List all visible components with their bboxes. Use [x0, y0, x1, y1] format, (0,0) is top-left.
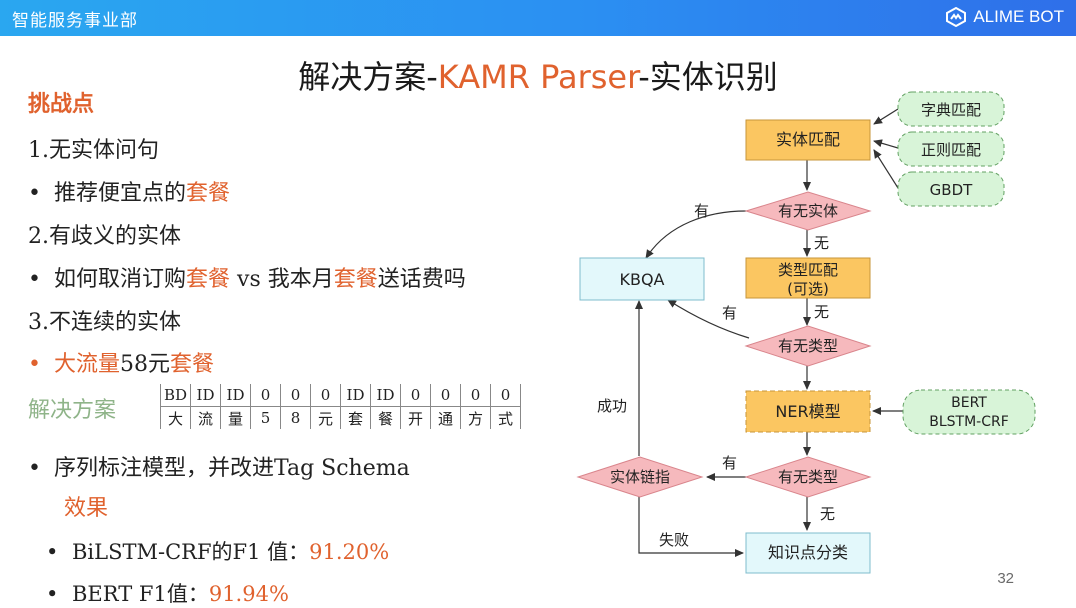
tag-schema-table: BD ID ID 0 0 0 ID ID 0 0 0 0 大 流 量 5 8 元… — [160, 384, 521, 429]
svg-text:BERT: BERT — [951, 395, 987, 411]
tag-cell: 0 — [460, 384, 491, 407]
challenges-heading: 挑战点 — [28, 92, 95, 117]
svg-text:有无实体: 有无实体 — [778, 202, 838, 220]
bullet-dot: • — [28, 456, 41, 481]
tag-cell: 0 — [430, 384, 461, 407]
type-match-box: 类型匹配 (可选) — [745, 257, 871, 299]
tag-cell: 0 — [250, 384, 281, 407]
title-highlight: KAMR Parser — [437, 58, 639, 96]
arrow-regex-to-match — [873, 139, 899, 149]
challenge-item-3: 3.不连续的实体 — [28, 310, 181, 335]
top-banner: 智能服务事业部 ALIME BOT — [0, 0, 1076, 36]
tag-cell: BD — [160, 384, 191, 407]
char-cell: 8 — [280, 406, 311, 429]
bullet-dot: • — [46, 582, 59, 606]
char-cell: 量 — [220, 406, 251, 429]
arrow-dict-to-match — [873, 108, 899, 125]
effect-result-1: •BiLSTM-CRF的F1 值：91.20% — [46, 540, 390, 564]
char-cell: 方 — [460, 406, 491, 429]
challenge-item-1: 1.无实体问句 — [28, 138, 159, 163]
bullet-dot: • — [28, 352, 41, 377]
challenge-bullet-1: •推荐便宜点的套餐 — [28, 181, 231, 206]
char-cell: 流 — [190, 406, 221, 429]
entity-match-box: 实体匹配 — [745, 119, 871, 161]
entity-link-diamond: 实体链指 — [576, 456, 704, 498]
tag-cell: ID — [220, 384, 251, 407]
char-cell: 餐 — [370, 406, 401, 429]
char-cell: 大 — [160, 406, 191, 429]
challenge-item-2: 2.有歧义的实体 — [28, 224, 181, 249]
page-number: 32 — [997, 570, 1014, 587]
char-cell: 元 — [310, 406, 341, 429]
tag-cell: ID — [190, 384, 221, 407]
brand-logo: ALIME BOT — [945, 7, 1064, 27]
arrow-entity-link-to-kp — [638, 497, 744, 557]
arrow-has-entity-to-kbqa — [645, 210, 747, 259]
tag-row: BD ID ID 0 0 0 ID ID 0 0 0 0 — [160, 384, 521, 407]
challenge-bullet-2: •如何取消订购套餐 vs 我本月套餐送话费吗 — [28, 267, 466, 292]
svg-text:有无类型: 有无类型 — [778, 337, 838, 355]
svg-text:(可选): (可选) — [787, 280, 829, 298]
tag-cell: ID — [340, 384, 371, 407]
svg-text:实体链指: 实体链指 — [610, 468, 670, 486]
char-row: 大 流 量 5 8 元 套 餐 开 通 方 式 — [160, 406, 521, 429]
edge-label-yes-1: 有 — [694, 202, 709, 220]
has-type-diamond-1: 有无类型 — [744, 325, 872, 367]
svg-text:类型匹配: 类型匹配 — [778, 261, 838, 279]
svg-text:实体匹配: 实体匹配 — [776, 130, 840, 149]
title-prefix: 解决方案- — [298, 58, 438, 96]
department-label: 智能服务事业部 — [12, 11, 138, 31]
edge-label-no-1: 无 — [814, 234, 829, 252]
char-cell: 5 — [250, 406, 281, 429]
ner-model-box: NER模型 — [745, 390, 871, 433]
svg-text:字典匹配: 字典匹配 — [921, 101, 981, 119]
svg-text:有无类型: 有无类型 — [778, 468, 838, 486]
tag-cell: 0 — [400, 384, 431, 407]
has-type-diamond-2: 有无类型 — [744, 456, 872, 498]
char-cell: 式 — [490, 406, 521, 429]
tag-cell: ID — [370, 384, 401, 407]
title-suffix: -实体识别 — [638, 58, 778, 96]
tag-cell: 0 — [280, 384, 311, 407]
effect-heading: 效果 — [64, 496, 109, 521]
arrow-has-type-to-kbqa — [667, 299, 750, 339]
edge-label-no-2: 无 — [814, 303, 829, 321]
brand-name: ALIME BOT — [973, 7, 1064, 26]
bullet-dot: • — [28, 267, 41, 292]
challenge-bullet-3: •大流量58元套餐 — [28, 352, 215, 377]
edge-label-yes-2: 有 — [722, 304, 737, 322]
tag-cell: 0 — [310, 384, 341, 407]
arrow-gbdt-to-match — [873, 149, 899, 189]
svg-text:BLSTM-CRF: BLSTM-CRF — [929, 414, 1009, 430]
bert-pill: BERT BLSTM-CRF — [902, 389, 1036, 435]
bullet-dot: • — [46, 540, 59, 564]
tag-cell: 0 — [490, 384, 521, 407]
svg-text:KBQA: KBQA — [619, 270, 664, 289]
char-cell: 通 — [430, 406, 461, 429]
regex-match-pill: 正则匹配 — [897, 131, 1005, 167]
dict-match-pill: 字典匹配 — [897, 91, 1005, 127]
svg-text:知识点分类: 知识点分类 — [768, 543, 848, 562]
flow-connectors — [635, 108, 903, 557]
effect-result-2: •BERT F1值：91.94% — [46, 582, 289, 606]
edge-label-fail: 失败 — [659, 531, 689, 549]
kbqa-box: KBQA — [579, 257, 705, 301]
svg-text:GBDT: GBDT — [930, 181, 973, 199]
gbdt-pill: GBDT — [897, 171, 1005, 207]
char-cell: 套 — [340, 406, 371, 429]
slide-title: 解决方案-KAMR Parser-实体识别 — [0, 52, 1076, 98]
edge-label-yes-3: 有 — [722, 454, 737, 472]
svg-text:正则匹配: 正则匹配 — [921, 141, 981, 159]
alime-logo-icon — [946, 7, 967, 27]
has-entity-diamond: 有无实体 — [744, 191, 872, 231]
knowledge-classify-box: 知识点分类 — [745, 532, 871, 574]
solution-heading: 解决方案 — [28, 398, 117, 423]
svg-text:NER模型: NER模型 — [775, 402, 840, 421]
solution-bullet: •序列标注模型，并改进Tag Schema — [28, 456, 410, 481]
edge-label-no-3: 无 — [820, 505, 835, 523]
bullet-dot: • — [28, 181, 41, 206]
char-cell: 开 — [400, 406, 431, 429]
edge-label-success: 成功 — [597, 397, 627, 415]
